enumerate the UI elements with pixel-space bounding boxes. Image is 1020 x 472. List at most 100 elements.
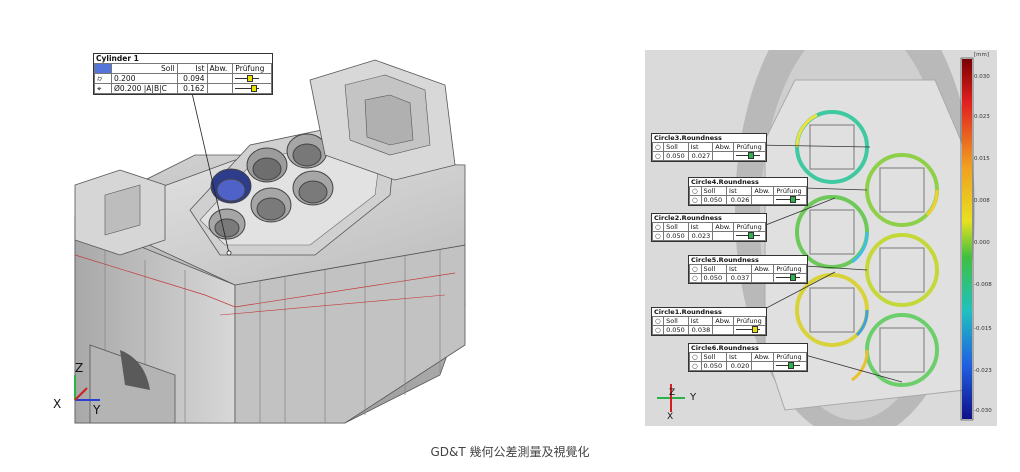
- pass-gauge: [232, 83, 272, 94]
- pass-gauge: [773, 361, 807, 371]
- cylindricity-symbol-icon: ⌭: [94, 73, 112, 84]
- soll-value: 0.050: [663, 325, 689, 335]
- ist-value: 0.038: [687, 325, 714, 335]
- connector-3d-view[interactable]: Z X Y Cylinder 1 Soll Ist Abw. Prüfung ⌭…: [45, 45, 485, 425]
- scale-tick: -0.023: [974, 368, 992, 374]
- callout-color-chip: [94, 63, 112, 74]
- soll-value: 0.200: [111, 73, 178, 84]
- colormap-model: [645, 50, 997, 426]
- color-scale-bar: [962, 59, 972, 419]
- ist-value: 0.037: [725, 273, 753, 283]
- roundness-symbol-icon: ○: [651, 231, 665, 241]
- scale-unit: [mm]: [974, 52, 990, 58]
- pass-gauge: [733, 151, 766, 161]
- header-ist: Ist: [687, 222, 714, 232]
- scale-tick: 0.008: [974, 198, 990, 204]
- header-soll: Soll: [700, 186, 727, 196]
- header-pruefung: Prüfung: [733, 222, 766, 232]
- pass-gauge: [733, 325, 766, 335]
- header-abw: Abw.: [712, 142, 735, 152]
- header-abw: Abw.: [712, 316, 735, 326]
- header-abw: Abw.: [751, 264, 775, 274]
- header-abw: Abw.: [751, 186, 775, 196]
- axis-triad-left: [74, 375, 100, 401]
- pass-gauge: [773, 195, 807, 205]
- axis-label-x: X: [53, 397, 62, 411]
- ist-value: 0.094: [176, 73, 208, 84]
- abw-value: [206, 73, 234, 84]
- roundness-symbol-icon: ○: [689, 273, 702, 283]
- ist-value: 0.026: [725, 195, 753, 205]
- roundness-symbol-icon: ○: [689, 195, 702, 205]
- callout-title: Cylinder 1: [96, 54, 139, 63]
- callout-title: Circle5.Roundness: [691, 256, 759, 264]
- axis-label-z: Z: [75, 361, 84, 375]
- header-ist: Ist: [725, 352, 753, 362]
- header-soll: Soll: [111, 63, 178, 74]
- table-row: ⌭ 0.200 0.094: [94, 73, 272, 84]
- soll-value: 0.050: [663, 231, 689, 241]
- table-row: ⌖ Ø0.200 |A|B|C 0.162: [94, 83, 272, 94]
- header-abw: Abw.: [206, 63, 234, 74]
- callout-title: Circle2.Roundness: [654, 214, 722, 222]
- axis-label-y: Y: [93, 403, 101, 417]
- abw-value: [206, 83, 234, 94]
- color-scale-labels: [mm] 0.030 0.023 0.015 0.008 0.000 -0.00…: [974, 50, 997, 426]
- header-soll: Soll: [663, 222, 689, 232]
- header-abw: Abw.: [751, 352, 775, 362]
- cylinder-callout[interactable]: Cylinder 1 Soll Ist Abw. Prüfung ⌭ 0.200…: [93, 53, 273, 95]
- header-soll: Soll: [700, 264, 727, 274]
- ist-value: 0.162: [176, 83, 208, 94]
- roundness-symbol-icon: ○: [689, 361, 702, 371]
- header-pruefung: Prüfung: [773, 352, 807, 362]
- header-ist: Ist: [687, 316, 714, 326]
- header-pruefung: Prüfung: [773, 264, 807, 274]
- header-pruefung: Prüfung: [232, 63, 272, 74]
- axis-triad-right: [657, 384, 685, 412]
- roundness-symbol-icon: ○: [651, 151, 665, 161]
- ist-value: 0.027: [687, 151, 714, 161]
- header-pruefung: Prüfung: [733, 142, 766, 152]
- header-ist: Ist: [725, 264, 753, 274]
- soll-value: 0.050: [700, 195, 727, 205]
- pass-gauge: [773, 273, 807, 283]
- callout-title: Circle1.Roundness: [654, 308, 722, 316]
- pass-gauge: [232, 73, 272, 84]
- scale-tick: 0.015: [974, 156, 990, 162]
- header-soll: Soll: [700, 352, 727, 362]
- header-pruefung: Prüfung: [733, 316, 766, 326]
- header-abw: Abw.: [712, 222, 735, 232]
- header-ist: Ist: [725, 186, 753, 196]
- figure-caption: GD&T 幾何公差測量及視覺化: [430, 445, 590, 459]
- callout-title: Circle6.Roundness: [691, 344, 759, 352]
- scale-tick: 0.023: [974, 114, 990, 120]
- pass-gauge: [733, 231, 766, 241]
- connector-model: [74, 59, 466, 424]
- header-soll: Soll: [663, 142, 689, 152]
- scale-tick: -0.030: [974, 408, 992, 414]
- soll-value: Ø0.200 |A|B|C: [111, 83, 178, 94]
- ist-value: 0.023: [687, 231, 714, 241]
- axis-label-z: Z: [669, 388, 676, 398]
- ist-value: 0.020: [725, 361, 753, 371]
- scale-tick: -0.008: [974, 282, 992, 288]
- soll-value: 0.050: [700, 273, 727, 283]
- header-ist: Ist: [176, 63, 208, 74]
- scale-tick: 0.000: [974, 240, 990, 246]
- axis-label-x: X: [667, 412, 674, 422]
- position-symbol-icon: ⌖: [94, 83, 112, 94]
- soll-value: 0.050: [663, 151, 689, 161]
- scale-tick: 0.030: [974, 74, 990, 80]
- axis-label-y: Y: [690, 392, 697, 403]
